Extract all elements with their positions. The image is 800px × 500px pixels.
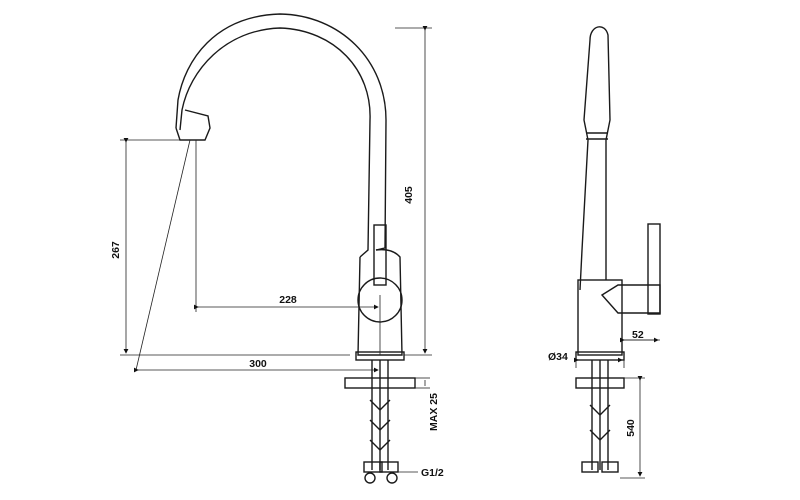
spout-inner (175, 13, 387, 251)
dim-overall-reach: 300 (249, 358, 267, 370)
dim-max-thickness: MAX 25 (428, 393, 440, 431)
handle-lever (373, 224, 387, 286)
front-handle-base (600, 284, 661, 314)
faucet-body (357, 248, 403, 356)
front-view-dimensions (574, 337, 660, 479)
spout-outer (179, 27, 371, 258)
front-handle-lever (647, 223, 661, 315)
dim-body-diameter: Ø34 (548, 351, 568, 363)
side-view-faucet (175, 13, 416, 484)
dim-spout-reach: 228 (279, 294, 297, 306)
front-body (577, 279, 623, 356)
side-view-dimensions (120, 26, 432, 473)
front-view-faucet (575, 26, 661, 473)
dim-handle: 52 (632, 329, 644, 341)
dim-thread: G1/2 (421, 467, 444, 479)
dim-height-total: 405 (403, 186, 415, 204)
front-spout (579, 26, 611, 291)
dim-hose-length: 540 (625, 419, 637, 437)
dim-spout-height: 267 (110, 241, 122, 259)
spout-nozzle (175, 109, 211, 141)
